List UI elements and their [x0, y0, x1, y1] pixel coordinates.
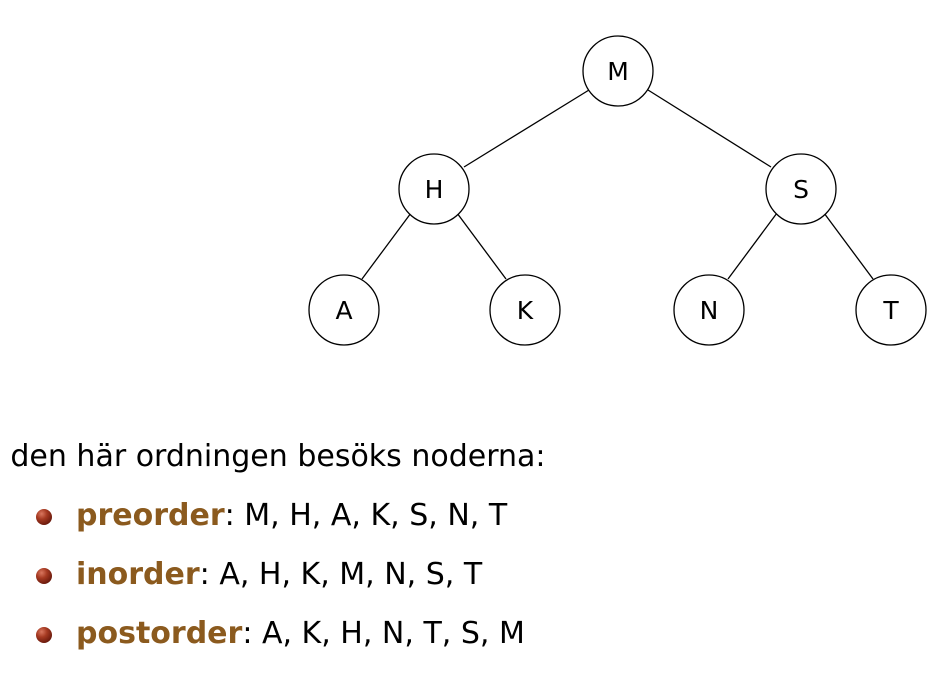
binary-tree-diagram: M H S A K N T	[308, 35, 927, 346]
traversal-intro-text: I den här ordningen besöks noderna:	[0, 439, 546, 474]
traversal-item-postorder: postorder: A, K, H, N, T, S, M	[36, 614, 525, 654]
traversal-sequence: : A, K, H, N, T, S, M	[242, 616, 525, 651]
tree-node-right-right: T	[855, 274, 927, 346]
tree-node-right-left-label: N	[700, 296, 719, 325]
edge-m-h	[463, 89, 590, 168]
bullet-icon	[36, 509, 52, 525]
tree-node-left-label: H	[425, 175, 444, 204]
traversal-term: postorder	[76, 616, 243, 651]
edge-h-a	[361, 212, 412, 280]
tree-node-root-label: M	[607, 57, 629, 86]
tree-node-left-left: A	[308, 274, 380, 346]
traversal-item-inorder: inorder: A, H, K, M, N, S, T	[36, 555, 525, 595]
traversal-term: inorder	[76, 557, 200, 592]
tree-node-root: M	[582, 35, 654, 107]
traversal-item-preorder: preorder: M, H, A, K, S, N, T	[36, 496, 525, 536]
edge-m-s	[647, 89, 772, 168]
tree-node-left-right: K	[489, 274, 561, 346]
traversal-list: preorder: M, H, A, K, S, N, T inorder: A…	[36, 496, 525, 673]
tree-node-left-left-label: A	[335, 296, 352, 325]
tree-node-left: H	[398, 153, 470, 225]
edge-h-k	[456, 212, 507, 280]
tree-node-right: S	[765, 153, 837, 225]
tree-node-right-label: S	[793, 175, 809, 204]
traversal-term: preorder	[76, 498, 225, 533]
bullet-icon	[36, 568, 52, 584]
tree-node-left-right-label: K	[517, 296, 534, 325]
traversal-sequence: : M, H, A, K, S, N, T	[224, 498, 508, 533]
bullet-icon	[36, 627, 52, 643]
edge-s-t	[823, 212, 874, 280]
traversal-sequence: : A, H, K, M, N, S, T	[199, 557, 483, 592]
tree-node-right-right-label: T	[882, 296, 899, 325]
tree-node-right-left: N	[673, 274, 745, 346]
edge-s-n	[727, 212, 778, 280]
